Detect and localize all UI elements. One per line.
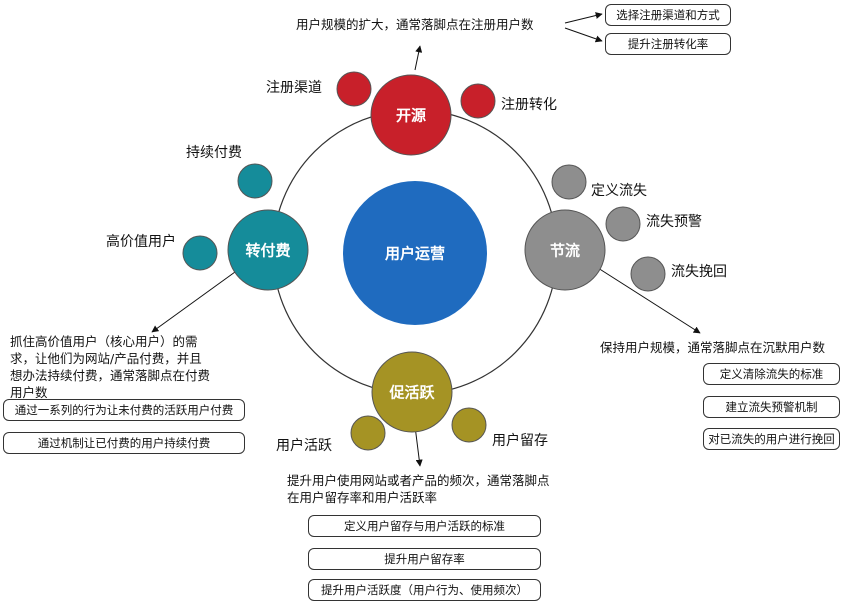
node-pay-circle bbox=[227, 209, 309, 291]
sub-pay-highvalue-circle bbox=[182, 235, 218, 271]
throttle-description: 保持用户规模，通常落脚点在沉默用户数 bbox=[600, 340, 826, 355]
pay-box-2: 通过机制让已付费的用户持续付费 bbox=[3, 432, 245, 454]
node-throttle-circle bbox=[524, 209, 606, 291]
open-description: 用户规模的扩大，通常落脚点在注册用户数 bbox=[296, 17, 534, 32]
arrow-open-box2 bbox=[564, 27, 603, 43]
throttle-box-1: 定义清除流失的标准 bbox=[703, 363, 840, 385]
sub-throttle-recover-label: 流失挽回 bbox=[671, 264, 727, 280]
sub-pay-continuous-circle bbox=[237, 163, 273, 199]
arrow-throttle bbox=[597, 267, 701, 334]
sub-throttle-define-circle bbox=[551, 164, 587, 200]
sub-active-activity-circle bbox=[350, 415, 386, 451]
sub-pay-continuous-label: 持续付费 bbox=[186, 145, 242, 161]
sub-throttle-warn-label: 流失预警 bbox=[646, 214, 702, 230]
sub-active-retention-label: 用户留存 bbox=[492, 433, 548, 449]
pay-description: 抓住高价值用户（核心用户）的需求，让他们为网站/产品付费，并且想办法持续付费，通… bbox=[10, 334, 211, 400]
active-box-1: 定义用户留存与用户活跃的标准 bbox=[308, 515, 541, 537]
active-description: 提升用户使用网站或者产品的频次，通常落脚点在用户留存率和用户活跃率 bbox=[287, 473, 550, 505]
sub-open-channel-label: 注册渠道 bbox=[266, 80, 322, 96]
active-box-3: 提升用户活跃度（用户行为、使用频次） bbox=[308, 579, 541, 601]
center-circle bbox=[343, 181, 487, 325]
node-open-circle bbox=[370, 74, 452, 156]
open-box-1: 选择注册渠道和方式 bbox=[605, 4, 731, 26]
center-label: 用户运营 bbox=[384, 244, 446, 263]
sub-throttle-recover-circle bbox=[630, 256, 666, 292]
sub-open-channel-circle bbox=[336, 71, 372, 107]
node-pay-label: 转付费 bbox=[245, 241, 291, 260]
pay-box-1: 通过一系列的行为让未付费的活跃用户付费 bbox=[3, 399, 245, 421]
throttle-box-2: 建立流失预警机制 bbox=[703, 396, 840, 418]
arrow-pay bbox=[151, 271, 236, 333]
sub-open-conversion-label: 注册转化 bbox=[501, 97, 557, 113]
sub-active-activity-label: 用户活跃 bbox=[276, 438, 332, 454]
sub-open-conversion-circle bbox=[460, 83, 496, 119]
node-active-circle bbox=[371, 351, 453, 433]
open-box-2: 提升注册转化率 bbox=[605, 33, 731, 55]
node-active-label: 促活跃 bbox=[389, 383, 435, 402]
arrow-open bbox=[414, 45, 423, 71]
sub-throttle-warn-circle bbox=[605, 206, 641, 242]
node-throttle-label: 节流 bbox=[549, 241, 581, 260]
throttle-box-3: 对已流失的用户进行挽回 bbox=[703, 428, 840, 450]
active-box-2: 提升用户留存率 bbox=[308, 548, 541, 570]
arrow-open-box1 bbox=[564, 12, 603, 24]
sub-active-retention-circle bbox=[451, 407, 487, 443]
node-open-label: 开源 bbox=[395, 106, 427, 125]
sub-throttle-define-label: 定义流失 bbox=[591, 183, 647, 199]
sub-pay-highvalue-label: 高价值用户 bbox=[106, 234, 176, 250]
